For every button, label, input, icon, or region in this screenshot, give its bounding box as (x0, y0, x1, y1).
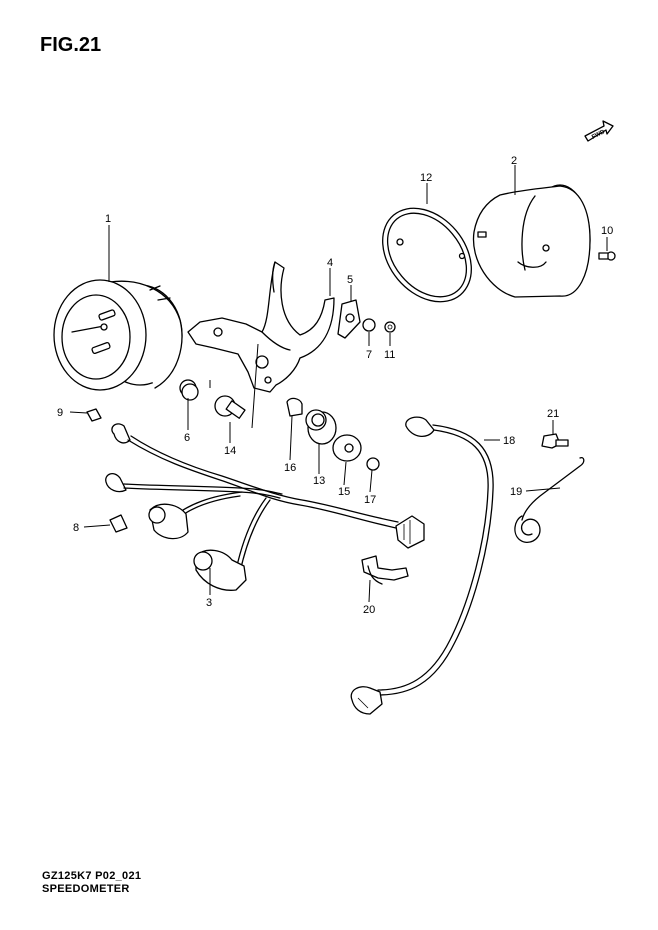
bulb-9 (86, 408, 102, 422)
cushion-15 (332, 434, 362, 462)
callout-18: 18 (503, 435, 515, 447)
model-code-label: GZ125K7 P02_021 (42, 870, 142, 882)
cable-clamp-20 (361, 555, 409, 585)
bulb-8 (109, 514, 128, 533)
callout-10: 10 (601, 225, 613, 237)
callout-21: 21 (547, 408, 559, 420)
washer-7 (362, 318, 376, 332)
callout-9: 9 (57, 407, 63, 419)
callout-6: 6 (184, 432, 190, 444)
callout-7: 7 (366, 349, 372, 361)
callout-1: 1 (105, 213, 111, 225)
callout-15: 15 (338, 486, 350, 498)
fwd-label: FWD (591, 129, 606, 141)
callout-19: 19 (510, 486, 522, 498)
spring-19 (514, 456, 585, 544)
callout-4: 4 (327, 257, 333, 269)
speedometer-gauge (53, 279, 183, 391)
nut-17 (366, 457, 380, 471)
callout-8: 8 (73, 522, 79, 534)
nut-11 (384, 321, 396, 333)
bolt-21 (541, 433, 569, 449)
meter-bracket (187, 261, 335, 393)
speedometer-ring (382, 207, 472, 303)
bolt-14 (214, 395, 246, 419)
grommet-6 (179, 379, 199, 401)
section-name-label: SPEEDOMETER (42, 883, 130, 895)
wiring-harness (105, 423, 425, 591)
speedometer-cable (350, 416, 494, 715)
callout-5: 5 (347, 274, 353, 286)
bulb-socket-13 (305, 409, 337, 445)
bulb-16 (286, 397, 303, 417)
callout-16: 16 (284, 462, 296, 474)
callout-3: 3 (206, 597, 212, 609)
fwd-arrow-icon: FWD (584, 120, 614, 142)
callout-2: 2 (511, 155, 517, 167)
leader-lines (69, 165, 608, 603)
callout-12: 12 (420, 172, 432, 184)
callout-20: 20 (363, 604, 375, 616)
nut-5 (337, 299, 361, 339)
callout-14: 14 (224, 445, 236, 457)
speedometer-case (472, 184, 591, 298)
callout-labels: 1 2 3 4 5 6 7 8 9 10 11 12 13 14 15 16 1… (57, 155, 613, 616)
callout-13: 13 (313, 475, 325, 487)
screw-10 (598, 251, 616, 261)
callout-17: 17 (364, 494, 376, 506)
callout-11: 11 (384, 349, 395, 361)
figure-title: FIG.21 (40, 34, 102, 56)
